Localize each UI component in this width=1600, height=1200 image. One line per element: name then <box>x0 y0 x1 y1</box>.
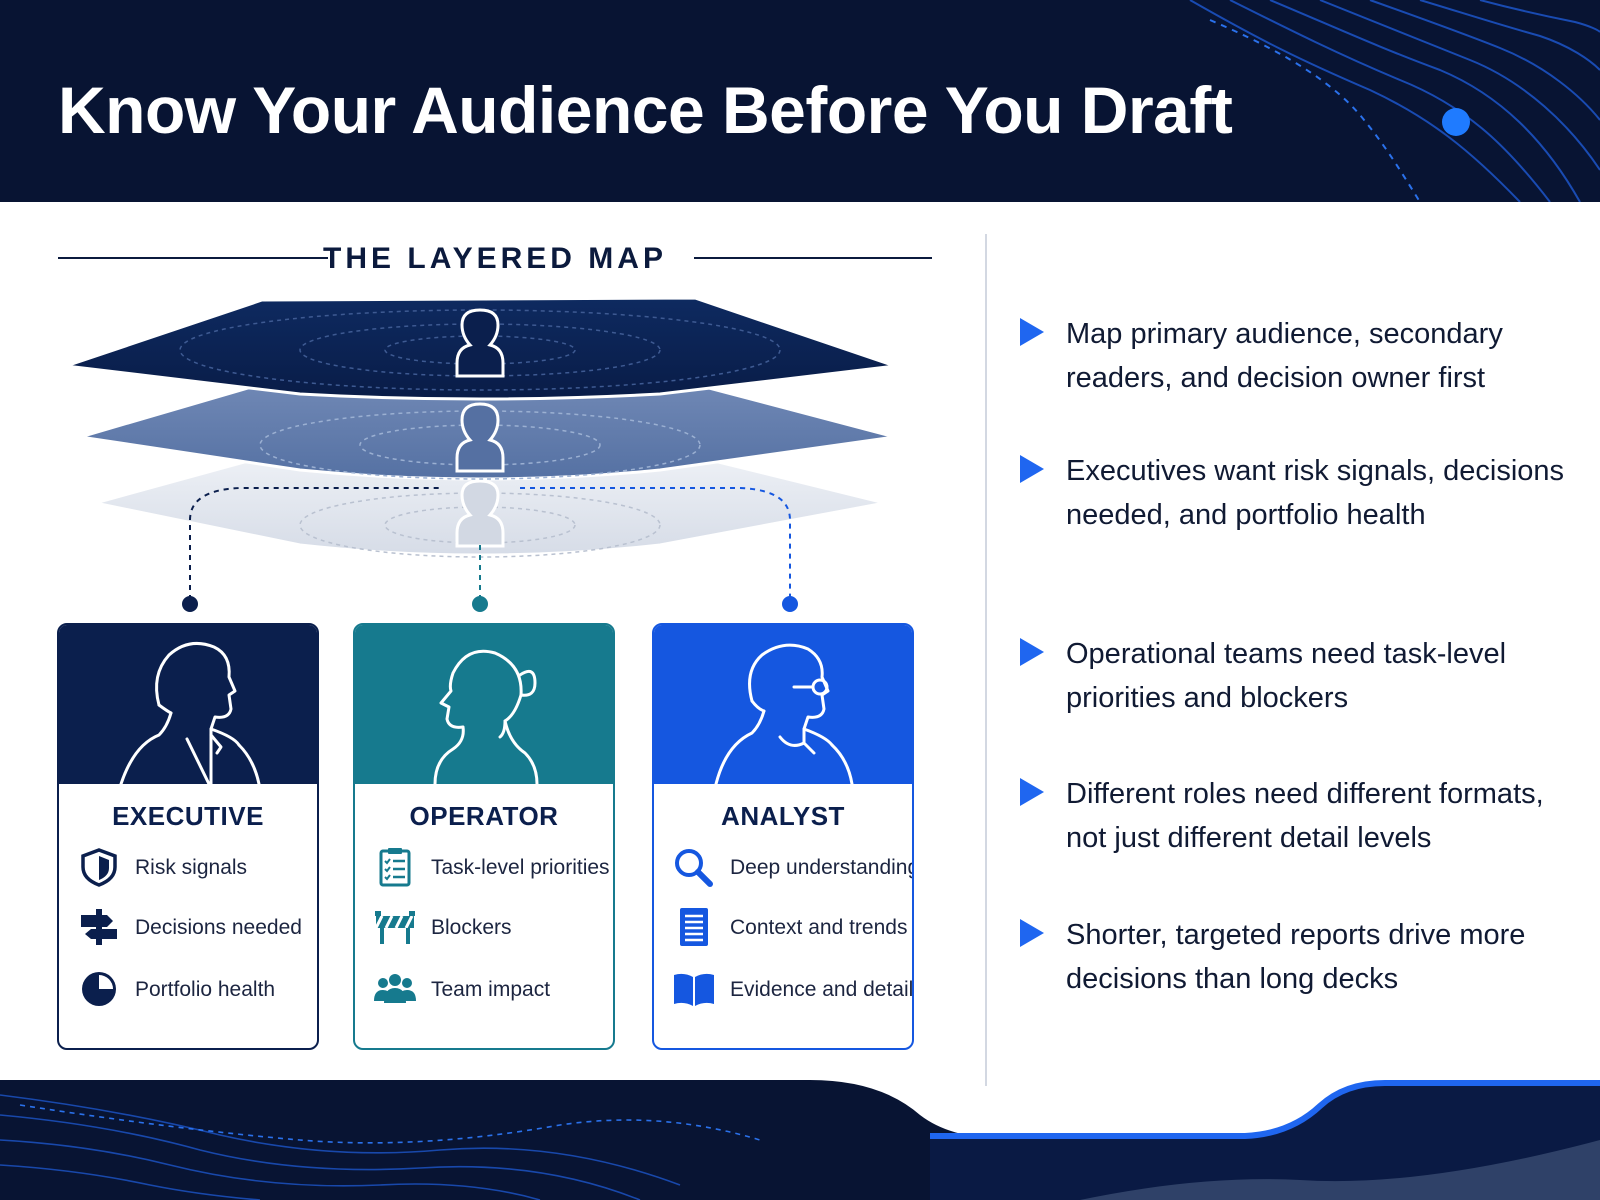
persona-item: Deep understanding <box>654 845 912 889</box>
signpost-icon <box>81 909 117 945</box>
analyst-silhouette-icon <box>714 643 854 784</box>
takeaway-text: Executives want risk signals, decisions … <box>1066 455 1565 531</box>
section-heading: THE LAYERED MAP <box>58 238 932 278</box>
section-title: THE LAYERED MAP <box>323 242 667 275</box>
decorative-waves <box>1189 0 1600 202</box>
persona-item: Decisions needed <box>59 905 317 949</box>
operator-silhouette-icon <box>433 649 539 784</box>
persona-card-operator: OPERATOR Task-level priorities Blockers <box>353 623 615 1050</box>
layer-top <box>65 296 896 401</box>
heading-rule-right <box>694 257 932 259</box>
accent-dot <box>1442 108 1470 136</box>
item-label: Portfolio health <box>135 978 276 1001</box>
bullet-arrow-icon <box>1020 638 1044 666</box>
item-label: Context and trends <box>730 916 908 939</box>
bullet-arrow-icon <box>1020 919 1044 947</box>
persona-item: Context and trends <box>654 905 912 949</box>
bullet-arrow-icon <box>1020 455 1044 483</box>
open-book-icon <box>674 973 714 1006</box>
persona-item: Risk signals <box>59 845 317 889</box>
persona-name: OPERATOR <box>409 801 559 831</box>
connector-dot-executive <box>182 596 198 612</box>
bullet-arrow-icon <box>1020 778 1044 806</box>
page-title: Know Your Audience Before You Draft <box>58 73 1233 147</box>
pie-chart-icon <box>82 972 116 1006</box>
persona-name: ANALYST <box>721 801 845 831</box>
document-icon <box>680 908 708 946</box>
layer-middle <box>79 381 896 481</box>
layered-map-illustration <box>65 296 896 612</box>
persona-item: Evidence and detail <box>654 967 912 1011</box>
item-label: Team impact <box>431 978 551 1001</box>
column-divider <box>985 234 987 1086</box>
heading-rule-left <box>58 257 328 259</box>
analyst-portrait <box>654 625 912 784</box>
executive-silhouette-icon <box>119 641 261 784</box>
executive-portrait <box>59 625 317 784</box>
persona-item: Portfolio health <box>59 967 317 1011</box>
item-label: Risk signals <box>135 856 248 879</box>
layer-connectors <box>189 487 791 600</box>
persona-item: Task-level priorities <box>355 845 613 889</box>
item-label: Task-level priorities <box>431 856 610 879</box>
shield-icon <box>81 848 117 887</box>
takeaway-text: Operational teams need task-level priori… <box>1066 638 1507 714</box>
persona-name: EXECUTIVE <box>112 801 264 831</box>
item-label: Blockers <box>431 916 512 939</box>
header-banner: Know Your Audience Before You Draft <box>0 0 1600 202</box>
persona-item: Team impact <box>355 967 613 1011</box>
item-label: Decisions needed <box>135 916 302 939</box>
persona-item: Blockers <box>355 905 613 949</box>
team-icon <box>374 974 416 1003</box>
barrier-icon <box>374 911 415 944</box>
bullet-arrow-icon <box>1020 318 1044 346</box>
magnifier-icon <box>675 849 713 887</box>
persona-card-analyst: ANALYST Deep understanding Context and t… <box>652 623 914 1050</box>
takeaway-text: Different roles need different formats, … <box>1066 778 1544 854</box>
item-label: Deep understanding <box>730 856 914 879</box>
item-label: Evidence and detail <box>730 978 914 1001</box>
footer-band <box>0 1080 1600 1200</box>
takeaway-text: Map primary audience, secondary readers,… <box>1066 318 1503 394</box>
takeaway-text: Shorter, targeted reports drive more dec… <box>1066 919 1526 995</box>
layer-bottom <box>94 453 886 558</box>
connector-dot-operator <box>472 596 488 612</box>
operator-portrait <box>355 625 613 784</box>
persona-card-executive: EXECUTIVE Risk signals Decisions needed … <box>57 623 319 1050</box>
clipboard-checklist-icon <box>379 848 411 887</box>
connector-dot-analyst <box>782 596 798 612</box>
